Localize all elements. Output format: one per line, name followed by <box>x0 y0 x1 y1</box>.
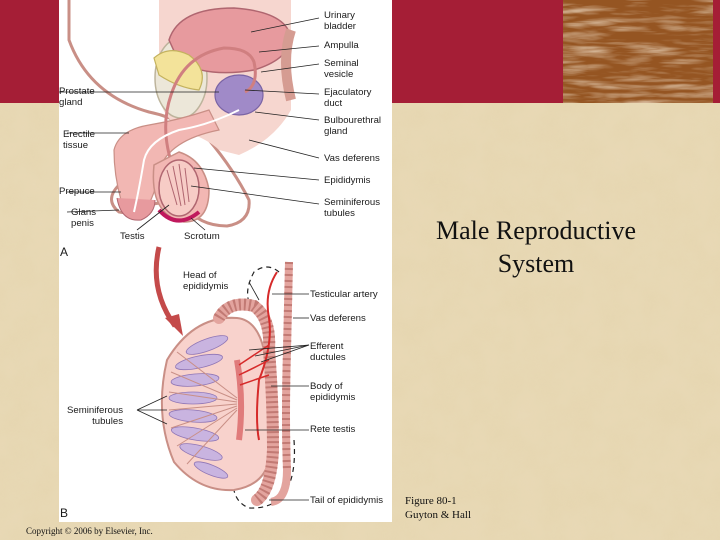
label-erectile-tissue: Erectile tissue <box>63 129 95 151</box>
label-prepuce: Prepuce <box>59 186 95 197</box>
copyright-notice: Copyright © 2006 by Elsevier, Inc. <box>26 526 153 536</box>
label-seminal-vesicle: Seminal vesicle <box>324 58 359 80</box>
label-seminiferous-tubules-a: Seminiferous tubules <box>324 197 380 219</box>
label-glans-penis: Glans penis <box>71 207 97 229</box>
label-efferent-ductules: Efferent ductules <box>310 341 346 363</box>
zoom-arrow <box>153 246 178 328</box>
label-scrotum: Scrotum <box>184 231 220 242</box>
label-epididymis: Epididymis <box>324 175 371 186</box>
label-prostate-gland: Prostate gland <box>59 86 95 108</box>
label-vas-deferens-b: Vas deferens <box>310 313 366 324</box>
label-urinary-bladder: Urinary bladder <box>324 10 357 32</box>
label-head-of-epididymis: Head of epididymis <box>183 270 229 292</box>
figure-panel: Urinary bladder Ampulla Seminal vesicle … <box>59 0 392 522</box>
label-ampulla: Ampulla <box>324 40 359 51</box>
testis-shape <box>158 159 200 217</box>
zoom-arrowhead <box>165 314 183 336</box>
panel-a-illustration <box>59 0 320 231</box>
label-testis: Testis <box>120 231 145 242</box>
banner-decorative-image <box>555 0 720 103</box>
panel-b-letter: B <box>60 506 69 520</box>
label-vas-deferens: Vas deferens <box>324 153 380 164</box>
panel-a-letter: A <box>60 245 69 259</box>
label-bulbourethral-gland: Bulbourethral gland <box>324 115 382 137</box>
male-reproductive-anatomy-diagram <box>59 0 320 509</box>
slide-title: Male Reproductive System <box>436 216 636 278</box>
label-rete-testis: Rete testis <box>310 424 356 435</box>
label-ejaculatory-duct: Ejaculatory duct <box>324 87 372 109</box>
figure-credit: Figure 80-1 Guyton & Hall <box>405 495 471 521</box>
panel-b-illustration <box>136 261 310 509</box>
label-testicular-artery: Testicular artery <box>310 289 378 300</box>
label-body-of-epididymis: Body of epididymis <box>310 381 356 403</box>
label-tail-of-epididymis: Tail of epididymis <box>310 495 384 506</box>
label-seminiferous-tubules-b: Seminiferous tubules <box>67 405 123 427</box>
